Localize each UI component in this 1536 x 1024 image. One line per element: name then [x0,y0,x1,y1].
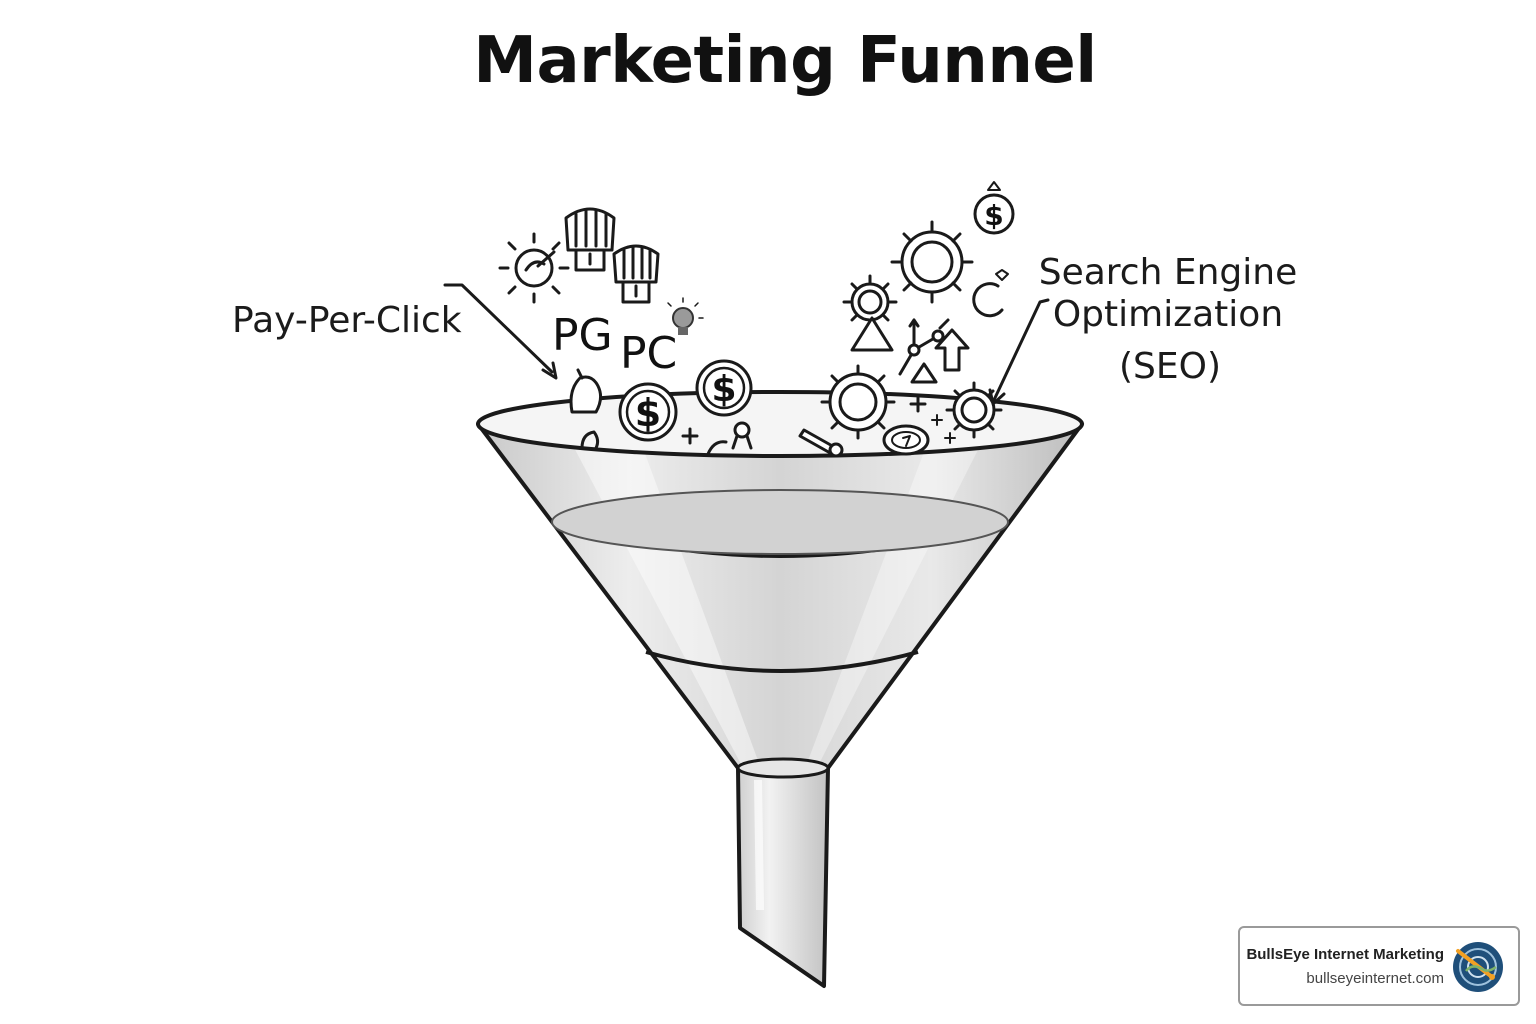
pc-text: PC [620,328,677,379]
svg-text:$: $ [635,391,661,435]
small-glyph-icon [580,430,600,450]
coin-icon [882,424,930,456]
arrow-up-icon [910,362,938,384]
label-seo-line1: Search Engine [1039,252,1298,293]
label-seo-line3: (SEO) [1119,346,1221,387]
gear-icon [890,220,974,304]
dollar-coin-icon: $ [973,181,1015,235]
triangle-icon [850,316,894,352]
page-title: Marketing Funnel [473,24,1096,98]
small-glyph-icon [706,440,728,456]
plus-icon [931,414,943,426]
funnel [476,390,1084,988]
funnel-spout-tip [739,926,825,988]
award-ribbon-icon [731,421,753,450]
arrow-up-icon [934,328,970,372]
funnel-band-middle [645,650,919,673]
label-seo-line2: Optimization [1053,294,1283,335]
arrow-pay-per-click [443,283,558,380]
funnel-liquid-surface [551,489,1009,555]
plus-icon [909,395,927,413]
svg-text:$: $ [984,199,1003,232]
piggy-bank-icon [569,368,603,414]
wrench-icon [798,428,844,458]
label-pay-per-click: Pay-Per-Click [232,300,462,341]
dollar-coin-icon: $ [695,359,753,417]
badge-company-name: BullsEye Internet Marketing [1246,946,1444,963]
bullseye-logo-icon [1453,942,1503,992]
svg-text:$: $ [711,369,736,410]
plus-icon [681,427,699,445]
arrow-seo [988,298,1050,406]
dollar-coin-icon: $ [618,382,678,442]
plus-icon [944,432,956,444]
shield-icon [564,207,616,272]
funnel-spout [736,766,830,988]
growth-chart-icon [898,318,950,376]
pg-text: PG [552,310,613,361]
gear-icon [945,381,1003,439]
sun-icon [498,232,570,304]
magnet-icon [972,269,1009,318]
ppc-icon-cluster: PG PC $ $ [498,207,753,456]
funnel-cone [476,422,1084,770]
funnel-spout-highlight [754,779,764,911]
badge-url[interactable]: bullseyeinternet.com [1306,970,1444,987]
funnel-spout-top [736,757,830,779]
branding-badge: BullsEye Internet Marketing bullseyeinte… [1238,926,1520,1006]
lightbulb-icon [667,297,704,335]
seo-icon-cluster: $ [798,181,1015,458]
shield-icon [612,244,660,304]
gear-icon [820,364,896,440]
